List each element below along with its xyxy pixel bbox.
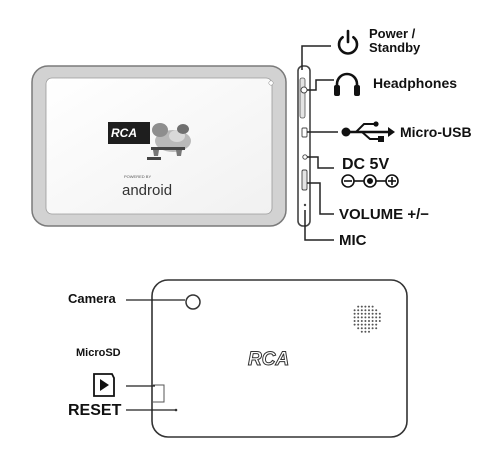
volume-rocker (301, 169, 308, 191)
power-label-line2: Standby (369, 39, 421, 55)
tablet-front (31, 65, 287, 227)
speaker-hole (357, 323, 360, 326)
speaker-hole (368, 330, 370, 333)
speaker-hole (360, 312, 363, 315)
speaker-hole (364, 305, 367, 308)
tablet-back (151, 279, 408, 438)
volume-label: VOLUME +/− (339, 206, 430, 223)
speaker-hole (371, 309, 374, 312)
speaker-hole (357, 316, 360, 319)
reset-label: RESET (68, 402, 122, 419)
speaker-hole (375, 320, 378, 322)
speaker-hole (360, 316, 363, 319)
speaker-hole (375, 316, 378, 319)
speaker-hole (364, 323, 367, 326)
speaker-hole (368, 309, 370, 312)
speaker-hole (357, 305, 360, 308)
speaker-hole (364, 312, 367, 315)
speaker-hole (368, 323, 370, 326)
speaker-hole (360, 305, 363, 308)
nipper-dog-image (151, 123, 191, 156)
headphones-icon (334, 72, 360, 96)
speaker-hole (375, 312, 378, 315)
speaker-hole (368, 320, 370, 322)
back-rca-logo: RCA (247, 349, 290, 371)
rca-logo-box (108, 122, 150, 144)
speaker-hole (371, 320, 374, 322)
speaker-hole (371, 312, 374, 315)
speaker-hole (375, 327, 378, 330)
speaker-hole (360, 320, 363, 322)
speaker-hole (368, 305, 370, 308)
microsd-card-icon (93, 373, 115, 397)
speaker-hole (368, 316, 370, 319)
front-rca-logo: RCA (111, 126, 137, 140)
android-tiny-text-line (147, 157, 161, 160)
speaker-hole (364, 309, 367, 312)
power-button-slot (299, 77, 306, 119)
speaker-hole (353, 323, 356, 326)
speaker-hole (353, 316, 356, 319)
speaker-hole (371, 323, 374, 326)
usb-icon (341, 121, 395, 142)
speaker-hole (357, 312, 360, 315)
back-leader-lines (126, 299, 185, 411)
speaker-hole (371, 316, 374, 319)
power-icon (337, 29, 359, 55)
speaker-hole (371, 305, 374, 308)
mic-hole (303, 203, 307, 207)
speaker-hole (357, 327, 360, 330)
microsd-label: MicroSD (76, 347, 121, 359)
power-standby-label: Power / Standby (369, 27, 420, 54)
speaker-hole (353, 312, 356, 315)
speaker-hole (364, 327, 367, 330)
speaker-hole (364, 316, 367, 319)
micro-usb-port (301, 127, 308, 138)
speaker-hole (378, 320, 381, 322)
speaker-grille (353, 305, 381, 333)
speaker-hole (353, 309, 356, 312)
dc-label: DC 5V (342, 156, 390, 173)
android-caption: POWERED BY (124, 174, 152, 179)
speaker-hole (364, 320, 367, 322)
speaker-hole (375, 309, 378, 312)
speaker-hole (368, 312, 370, 315)
speaker-hole (378, 316, 381, 319)
speaker-hole (364, 330, 367, 333)
reset-hole (174, 408, 178, 412)
speaker-hole (378, 312, 381, 315)
speaker-hole (360, 330, 363, 333)
speaker-hole (357, 309, 360, 312)
headphones-label: Headphones (373, 75, 458, 91)
dc-port (302, 154, 308, 160)
micro-usb-label: Micro-USB (400, 124, 472, 140)
speaker-hole (371, 327, 374, 330)
microsd-slot (153, 384, 165, 403)
dc-polarity-icon (341, 174, 399, 188)
speaker-hole (360, 327, 363, 330)
speaker-hole (357, 320, 360, 322)
speaker-hole (375, 323, 378, 326)
side-leader-lines (301, 45, 338, 241)
mic-label: MIC (339, 232, 367, 249)
rear-camera (185, 294, 201, 310)
camera-label: Camera (68, 291, 116, 306)
speaker-hole (368, 327, 370, 330)
front-camera-dot (268, 80, 274, 86)
power-label-line1: Power / (369, 26, 416, 41)
tablet-side (297, 65, 311, 227)
speaker-hole (360, 323, 363, 326)
speaker-hole (353, 320, 356, 322)
speaker-hole (360, 309, 363, 312)
headphone-jack (300, 86, 308, 94)
android-wordmark: android (122, 182, 173, 199)
